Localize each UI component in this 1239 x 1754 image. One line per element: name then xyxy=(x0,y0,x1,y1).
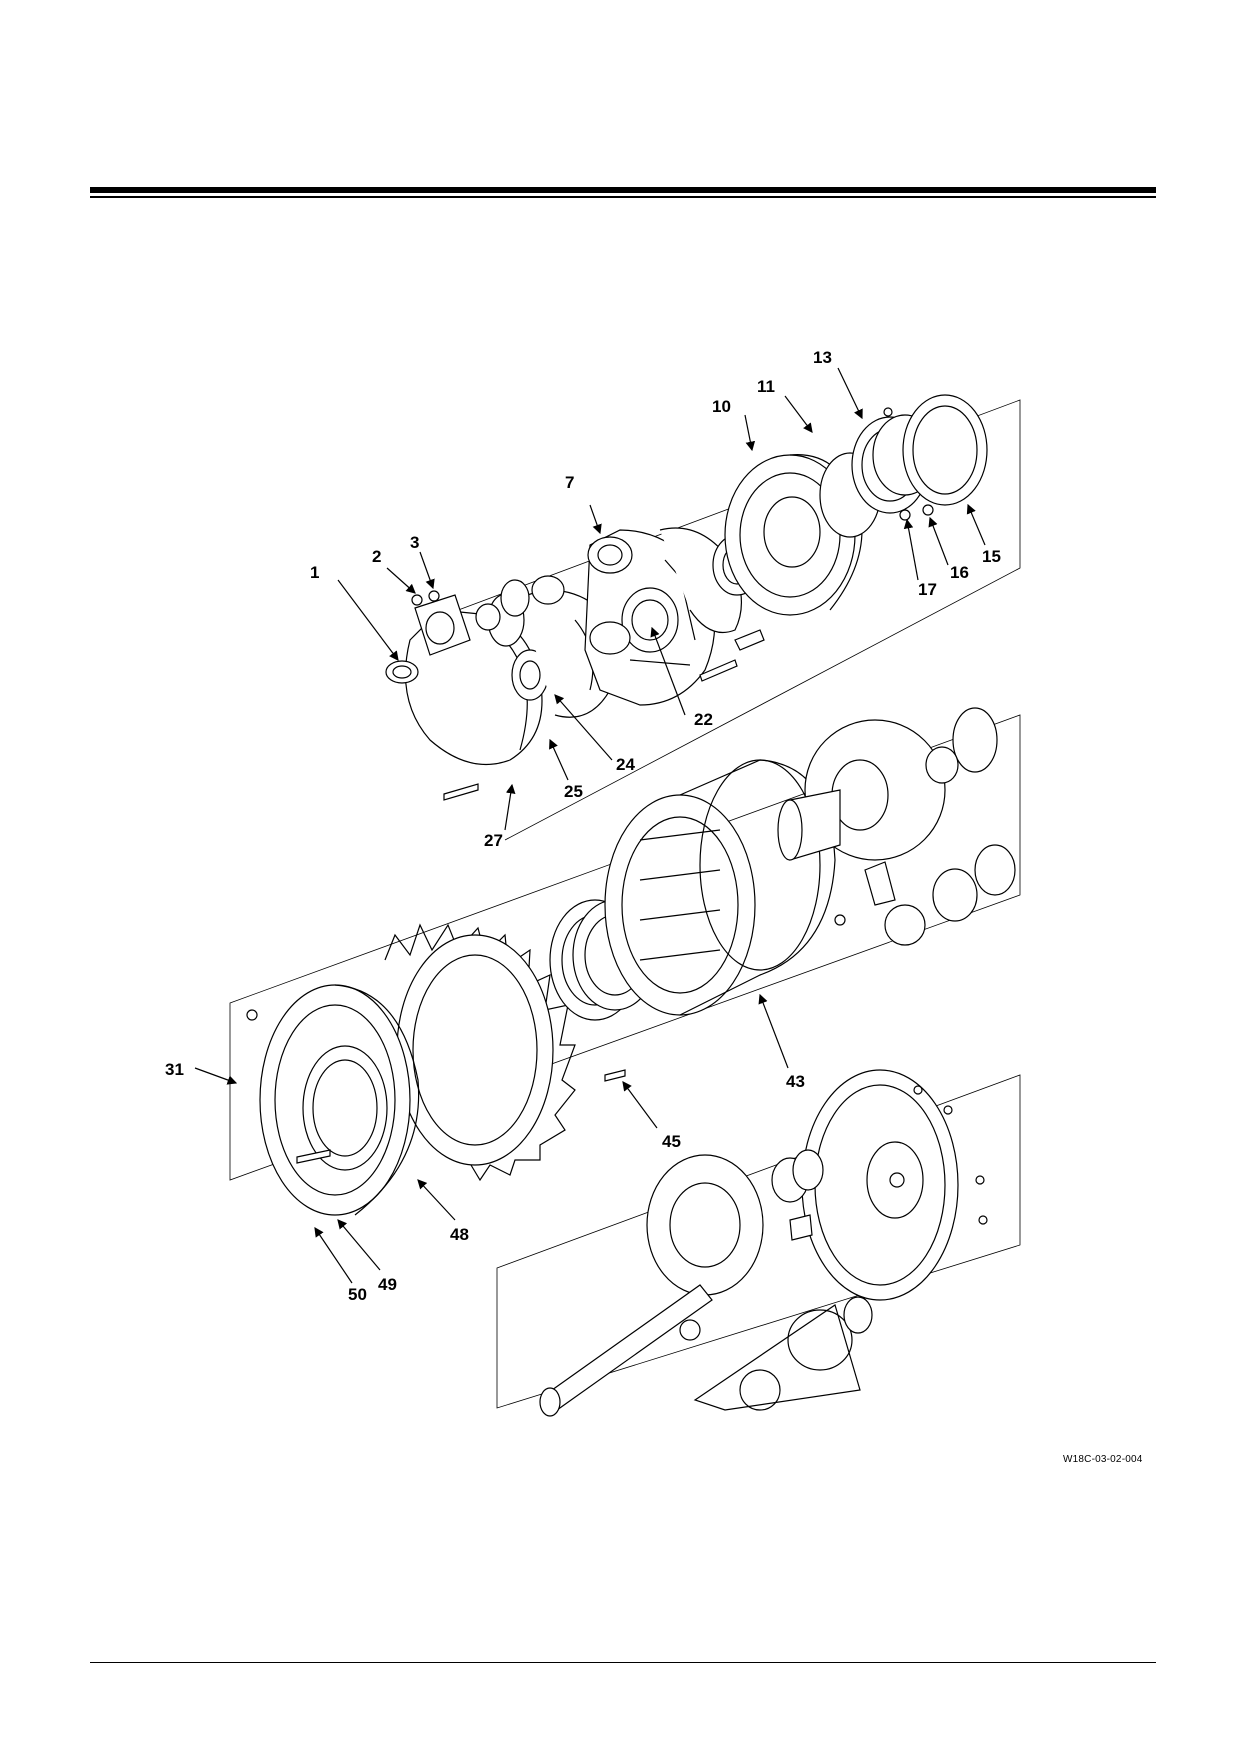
callout-16: 16 xyxy=(950,563,969,582)
part-sprocket xyxy=(384,923,576,1182)
callout-48: 48 xyxy=(450,1225,469,1244)
leader-lines xyxy=(194,367,986,1284)
callout-27: 27 xyxy=(484,831,503,850)
figure-code: W18C-03-02-004 xyxy=(1063,1454,1143,1465)
callout-31: 31 xyxy=(165,1060,184,1079)
callout-15: 15 xyxy=(982,547,1001,566)
callout-43: 43 xyxy=(786,1072,805,1091)
callout-11: 11 xyxy=(757,377,775,396)
part-sprocket-hub xyxy=(246,984,420,1216)
part-hub xyxy=(724,394,988,616)
part-shaft-assembly xyxy=(539,1149,873,1417)
callout-45: 45 xyxy=(662,1132,681,1151)
group-outline-middle xyxy=(229,714,1021,1181)
callout-2: 2 xyxy=(372,547,381,566)
callout-50: 50 xyxy=(348,1285,367,1304)
header-rule-thick xyxy=(90,187,1156,193)
callout-22: 22 xyxy=(694,710,713,729)
header-rule-thin xyxy=(90,196,1156,198)
fasteners xyxy=(296,659,738,1164)
callout-7: 7 xyxy=(565,473,574,492)
callout-10: 10 xyxy=(712,397,731,416)
footer-rule xyxy=(90,1662,1156,1663)
callout-49: 49 xyxy=(378,1275,397,1294)
callout-1: 1 xyxy=(310,563,319,582)
part-cover-assembly xyxy=(385,590,543,766)
callout-13: 13 xyxy=(813,348,832,367)
callout-24: 24 xyxy=(616,755,635,774)
callout-labels: 1 2 3 7 10 11 13 15 16 17 22 24 25 27 31… xyxy=(165,348,1001,1304)
part-spindle xyxy=(777,707,1016,946)
part-end-cover xyxy=(801,1069,988,1301)
part-drum xyxy=(604,759,836,1016)
callout-3: 3 xyxy=(410,533,419,552)
callout-25: 25 xyxy=(564,782,583,801)
callout-17: 17 xyxy=(918,580,937,599)
